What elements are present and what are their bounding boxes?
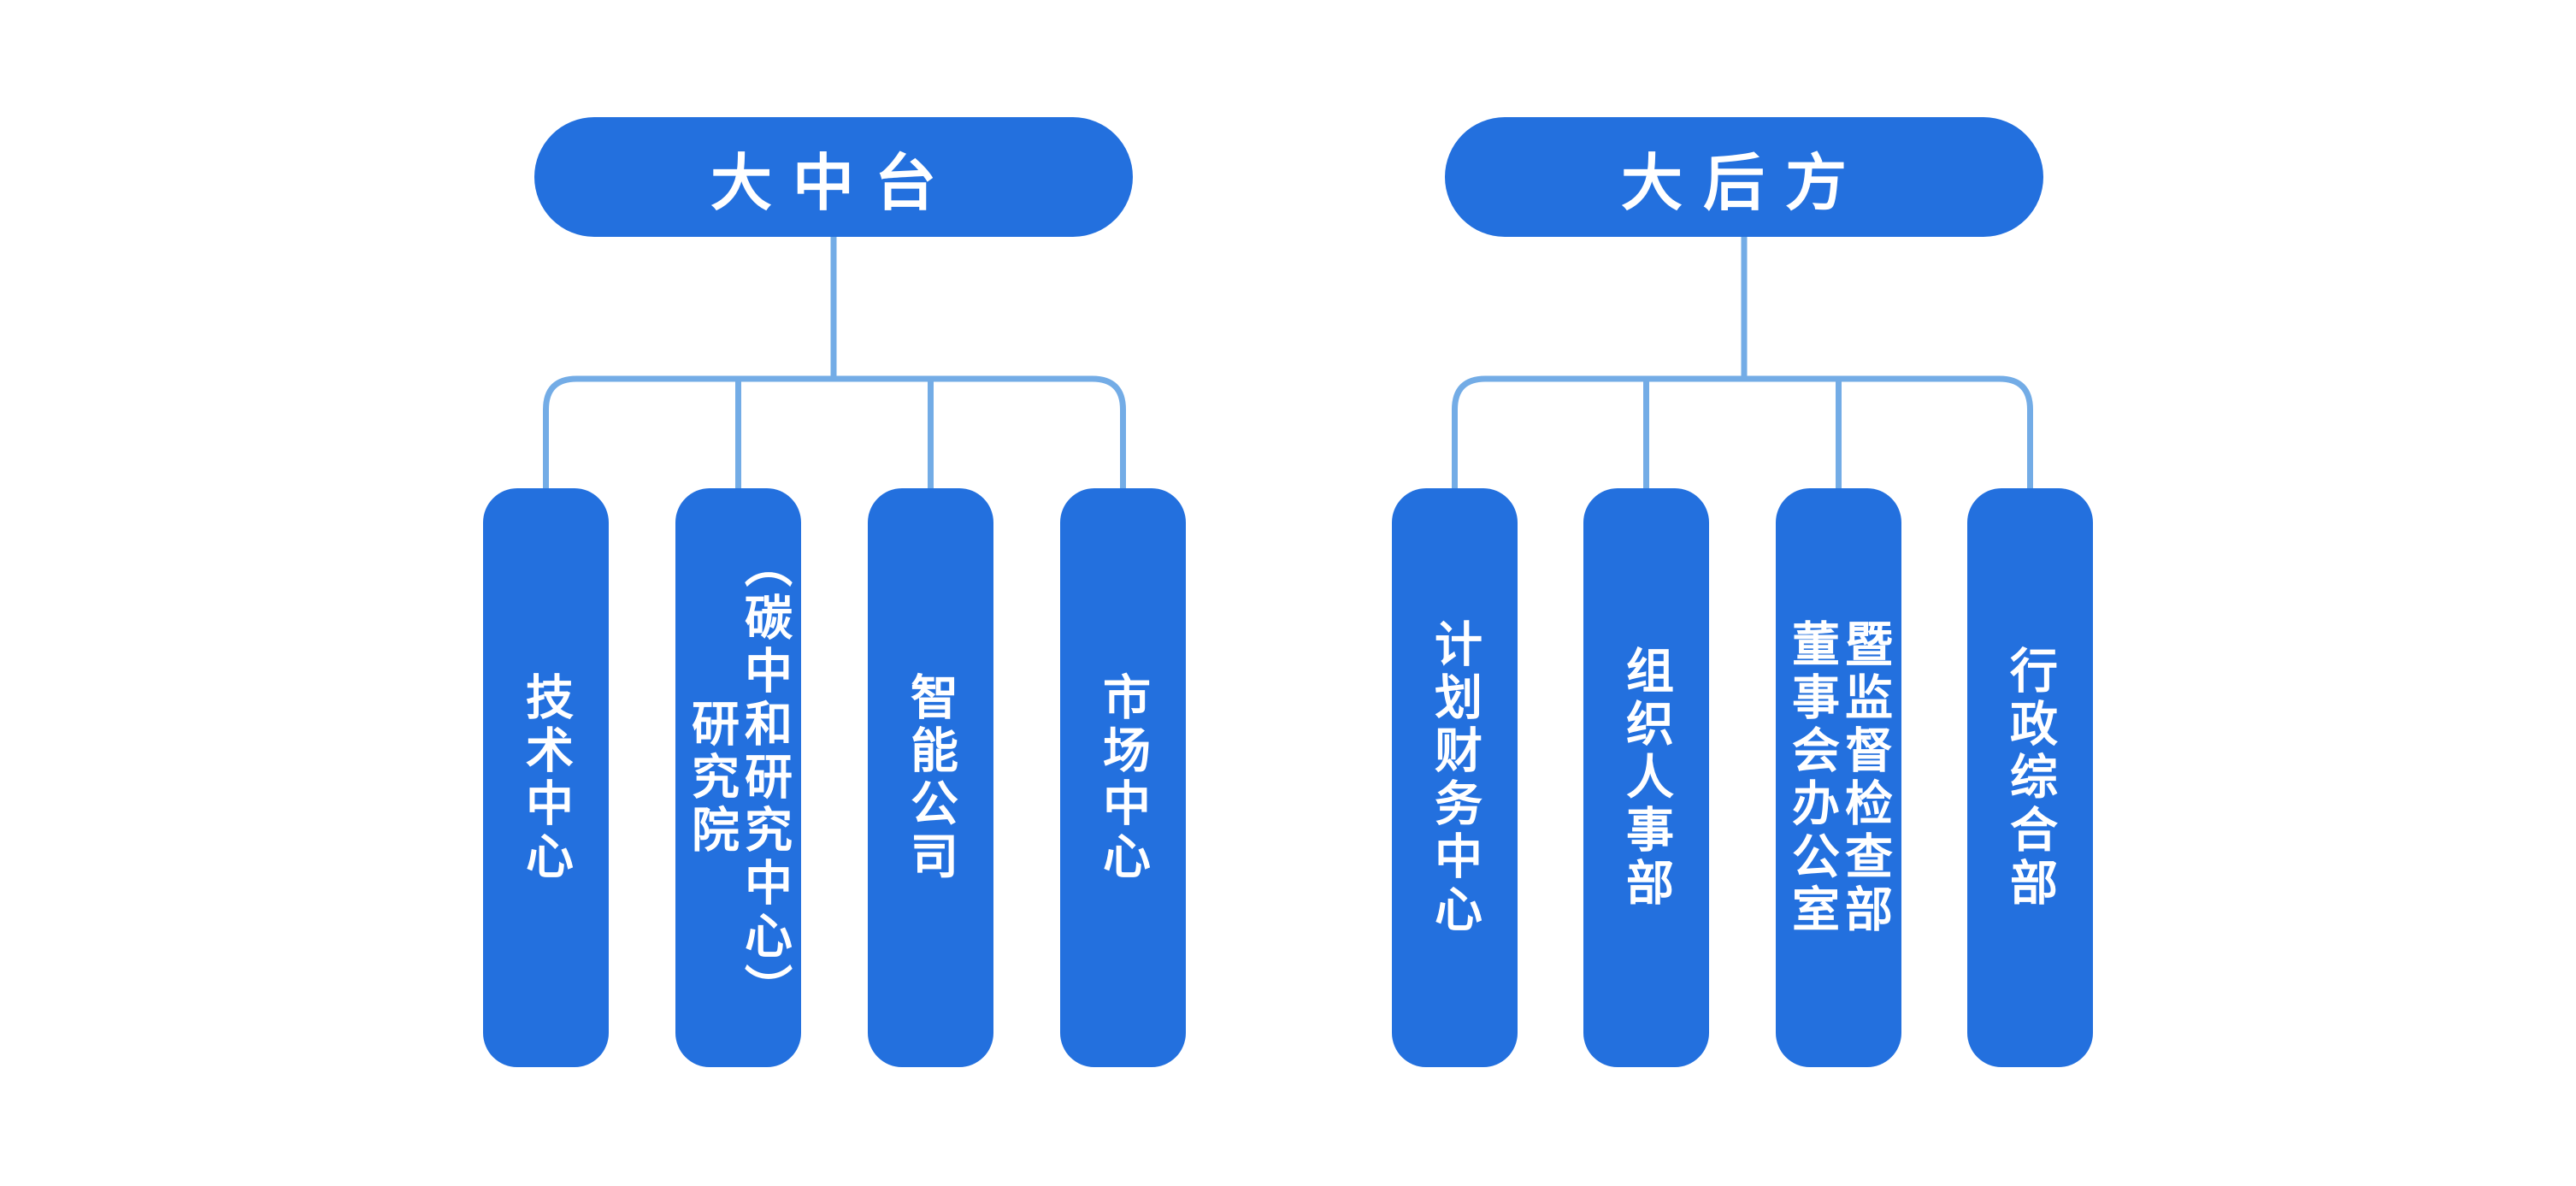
- root-node-dahoufang[interactable]: 大后方: [1445, 117, 2043, 237]
- root-node-label: 大中台: [710, 149, 957, 218]
- child-node-admin-general-dept[interactable]: 行政综合部: [1967, 488, 2093, 1067]
- child-node-organization-personnel-dept[interactable]: 组织人事部: [1583, 488, 1709, 1067]
- child-node-label: 研究院 （碳中和研究中心）: [685, 539, 793, 1017]
- child-node-label: 智能公司: [904, 671, 958, 884]
- child-node-label: 组织人事部: [1619, 645, 1674, 911]
- child-node-label: 计划财务中心: [1428, 618, 1483, 937]
- root-node-label: 大后方: [1620, 149, 1867, 218]
- child-node-label: 董事会办公室 暨监督检查部: [1785, 618, 1893, 937]
- child-node-technology-center[interactable]: 技术中心: [483, 488, 609, 1067]
- connector-bus-left: [543, 375, 1126, 492]
- child-node-intelligence-company[interactable]: 智能公司: [868, 488, 993, 1067]
- root-node-dazhongtai[interactable]: 大中台: [534, 117, 1133, 237]
- child-node-market-center[interactable]: 市场中心: [1060, 488, 1186, 1067]
- child-node-research-institute[interactable]: 研究院 （碳中和研究中心）: [675, 488, 801, 1067]
- child-node-planning-finance-center[interactable]: 计划财务中心: [1392, 488, 1518, 1067]
- child-node-board-office-supervision-dept[interactable]: 董事会办公室 暨监督检查部: [1776, 488, 1901, 1067]
- connector-bus-right: [1452, 375, 2033, 492]
- child-node-label: 市场中心: [1096, 671, 1151, 884]
- child-node-label: 技术中心: [519, 671, 574, 884]
- child-node-label: 行政综合部: [2003, 645, 2058, 911]
